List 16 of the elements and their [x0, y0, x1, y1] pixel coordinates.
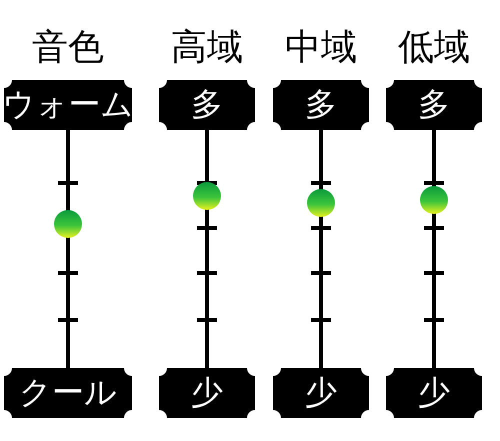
scale-line	[432, 130, 436, 368]
label-plate: 少	[386, 368, 482, 418]
label-plate: 少	[273, 368, 369, 418]
column-heading: 音色	[32, 28, 104, 68]
label-plate: 少	[159, 368, 255, 418]
label-plate: 多	[386, 80, 482, 130]
scale-line	[205, 130, 209, 368]
column-heading: 中域	[285, 28, 357, 68]
label-plate: クール	[4, 368, 132, 418]
scale-line	[319, 130, 323, 368]
label-plate: ウォーム	[4, 80, 132, 130]
column-heading: 低域	[398, 28, 470, 68]
label-plate: 多	[273, 80, 369, 130]
scale-line	[66, 130, 70, 368]
label-plate: 多	[159, 80, 255, 130]
column-heading: 高域	[171, 28, 243, 68]
